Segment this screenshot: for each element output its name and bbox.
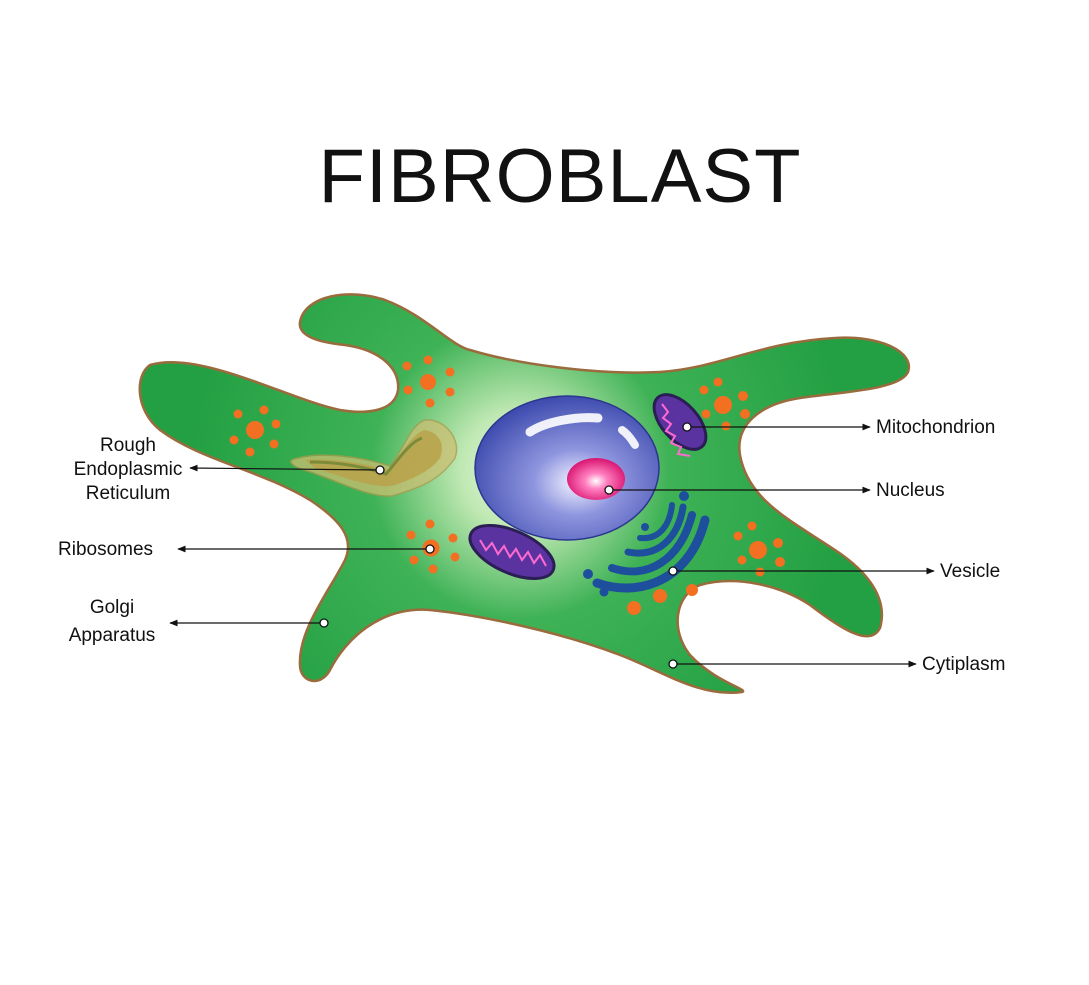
mitochondrion-lower	[468, 523, 556, 581]
diagram-title: FIBROBLAST	[319, 134, 802, 219]
golgi-apparatus	[583, 491, 710, 597]
label-vesicle: Vesicle	[940, 561, 1000, 582]
label-golgi-line1: Golgi	[90, 597, 134, 618]
label-rough-er-line3: Reticulum	[86, 483, 170, 504]
label-ribosomes: Ribosomes	[58, 539, 153, 560]
label-mitochondrion: Mitochondrion	[876, 417, 995, 438]
label-rough-er-line1: Rough	[100, 435, 156, 456]
label-nucleus: Nucleus	[876, 480, 945, 501]
mitochondrion-upper	[652, 393, 708, 457]
pointer-dots	[319, 422, 692, 669]
label-rough-er: Rough Endoplasmic Reticulum	[74, 435, 183, 504]
label-rough-er-line2: Endoplasmic	[74, 459, 183, 480]
leader-rough-er	[189, 464, 381, 472]
rough-endoplasmic-reticulum	[290, 419, 458, 497]
leader-lines	[169, 423, 935, 668]
label-golgi: Golgi Apparatus	[69, 597, 156, 646]
label-golgi-line2: Apparatus	[69, 625, 156, 646]
nucleus	[474, 395, 660, 541]
nucleolus	[567, 458, 625, 500]
label-cytoplasm: Cytiplasm	[922, 654, 1005, 675]
